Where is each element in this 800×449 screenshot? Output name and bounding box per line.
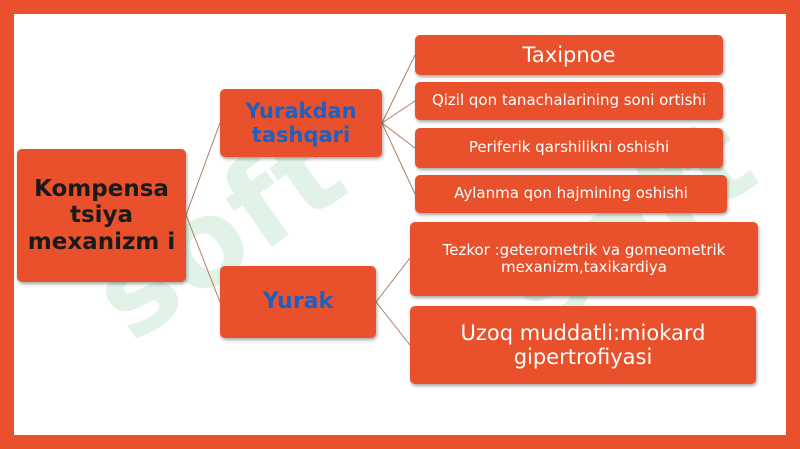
leaf-node-blood-volume: Aylanma qon hajmining oshishi xyxy=(415,175,727,213)
leaf-label: Aylanma qon hajmining oshishi xyxy=(454,184,688,203)
branch-node-heart: Yurak xyxy=(220,266,376,338)
connector-root-branch1 xyxy=(185,122,221,216)
leaf-node-peripheral-resistance: Periferik qarshilikni oshishi xyxy=(415,128,723,168)
leaf-label: Qizil qon tanachalarining soni ortishi xyxy=(431,91,707,110)
connector-branch2-child1 xyxy=(375,257,411,303)
leaf-label: Uzoq muddatli:miokard gipertrofiyasi xyxy=(460,320,706,369)
leaf-label: Taxipnoe xyxy=(522,42,616,67)
leaf-node-red-cells: Qizil qon tanachalarining soni ortishi xyxy=(415,82,723,120)
leaf-label: Tezkor :geterometrik va gomeometrik mexa… xyxy=(442,240,726,276)
leaf-node-taxipnoe: Taxipnoe xyxy=(415,35,723,75)
connector-branch2-child2 xyxy=(375,301,411,346)
leaf-label: Periferik qarshilikni oshishi xyxy=(468,138,670,157)
connector-branch1-child1 xyxy=(381,54,416,124)
root-node-label: Kompensa tsiya mexanizm i xyxy=(27,175,176,255)
root-node: Kompensa tsiya mexanizm i xyxy=(17,149,186,282)
leaf-node-fast-mechanism: Tezkor :geterometrik va gomeometrik mexa… xyxy=(410,222,758,296)
connector-root-branch2 xyxy=(185,214,221,303)
branch-node-heart-label: Yurak xyxy=(262,289,334,315)
branch-node-external-label: Yurakdan tashqari xyxy=(245,98,357,147)
leaf-node-long-term: Uzoq muddatli:miokard gipertrofiyasi xyxy=(410,306,756,384)
connector-branch1-child3 xyxy=(381,122,416,149)
branch-node-external: Yurakdan tashqari xyxy=(220,89,382,157)
connector-branch1-child4 xyxy=(381,122,416,195)
connector-branch1-child2 xyxy=(381,100,416,124)
